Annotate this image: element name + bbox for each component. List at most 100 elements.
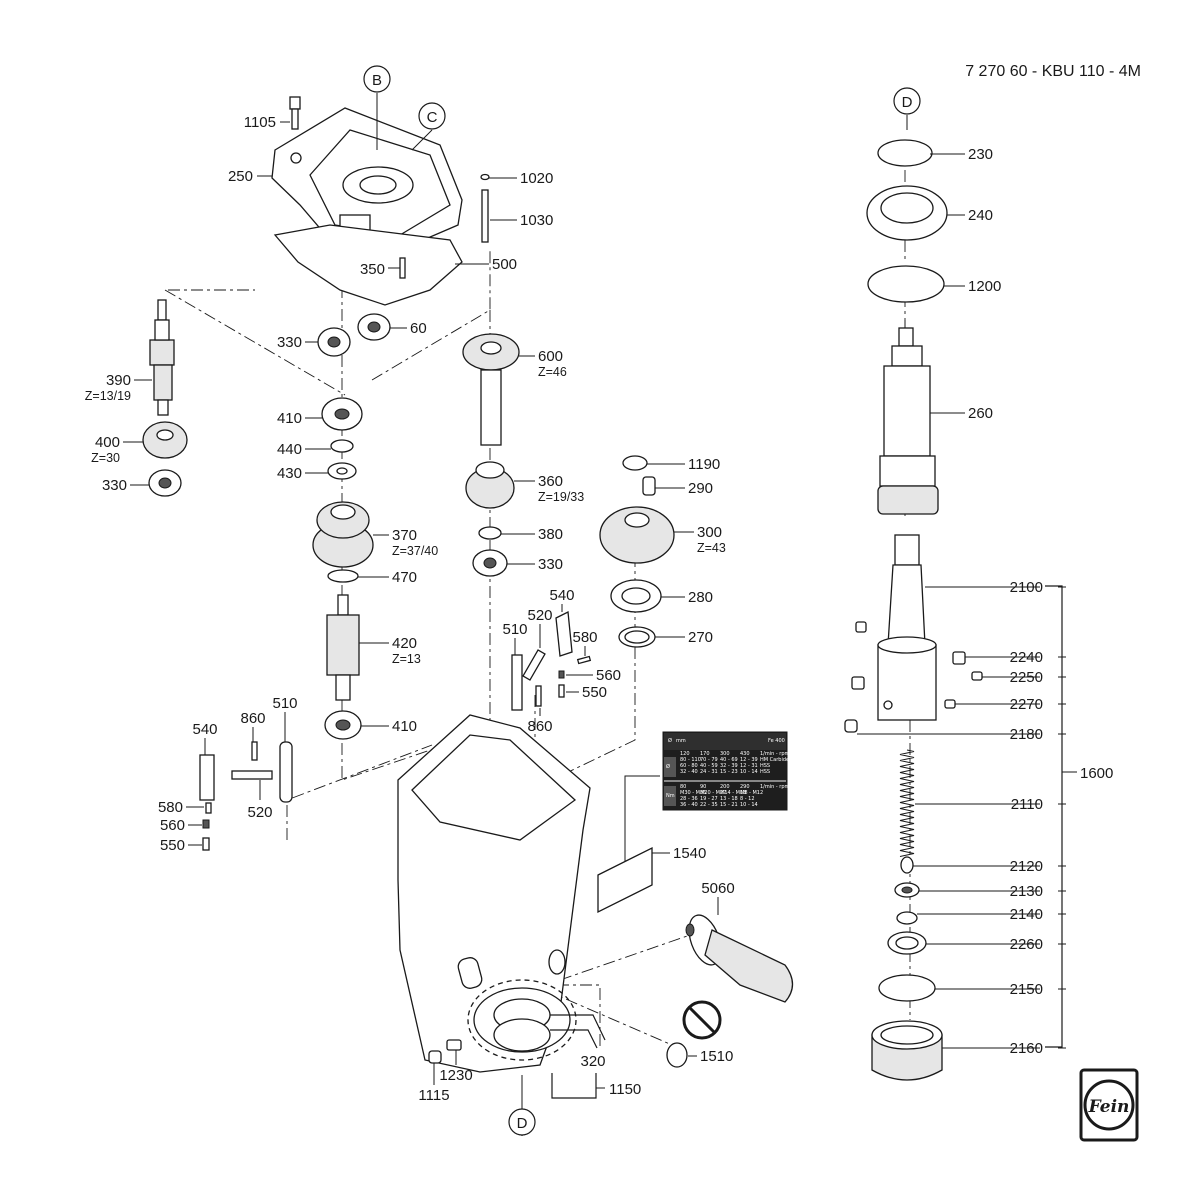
label-p2110: 2110 xyxy=(1011,796,1043,813)
label-p270: 270 xyxy=(688,629,713,646)
view-callouts: B C D D xyxy=(363,65,921,1136)
label-p370: 370 xyxy=(392,527,417,544)
callout-C: C xyxy=(411,102,446,151)
label-p560a: 560 xyxy=(596,667,621,684)
label-p260: 260 xyxy=(968,405,993,422)
label-p1020: 1020 xyxy=(520,170,553,187)
speed-table-cell: 430 xyxy=(740,751,750,757)
callout-letter: C xyxy=(427,109,438,126)
label-p600: 600 xyxy=(538,348,563,365)
rotor-420 xyxy=(326,594,360,701)
speed-table-cell: HSS xyxy=(760,769,770,775)
speed-table-cell: 170 xyxy=(700,751,710,757)
label-z600: Z=46 xyxy=(538,365,567,379)
screw-1105 xyxy=(289,96,301,130)
label-p240: 240 xyxy=(968,207,993,224)
pin-860-left xyxy=(251,741,258,761)
pin-520-left xyxy=(231,770,273,780)
speed-table-cell: 70 - 79 xyxy=(700,757,718,763)
gear-360 xyxy=(465,461,515,509)
label-p320: 320 xyxy=(580,1053,605,1070)
pin-520-center xyxy=(522,649,546,681)
ring-1190 xyxy=(622,455,648,471)
gear-housing-top-250 xyxy=(271,107,463,251)
gear-400 xyxy=(142,421,188,459)
label-p1115: 1115 xyxy=(418,1087,449,1104)
speed-table-cell: M14 - M18 xyxy=(720,790,746,796)
gear-370 xyxy=(312,501,374,568)
bearing-60 xyxy=(357,313,391,341)
label-p2120: 2120 xyxy=(1010,858,1043,875)
label-p5060: 5060 xyxy=(701,880,734,897)
callout-D: D xyxy=(508,1075,536,1136)
label-p1230: 1230 xyxy=(439,1067,472,1084)
bearing-330-top xyxy=(317,327,351,357)
pin-580-left xyxy=(205,802,212,814)
ring-270 xyxy=(618,626,656,648)
speed-table-cell: 80 - 110 xyxy=(680,757,701,763)
callout-B: B xyxy=(363,65,391,150)
spring-2110 xyxy=(899,749,915,857)
label-plate-1540 xyxy=(597,846,653,914)
label-p2160: 2160 xyxy=(1010,1040,1043,1057)
label-z300: Z=43 xyxy=(697,541,726,555)
speed-table-cell: 24 - 31 xyxy=(700,769,718,775)
speed-table-cell: 36 - 40 xyxy=(680,802,698,808)
label-p580a: 580 xyxy=(572,629,597,646)
pin-550-left xyxy=(202,837,210,851)
bearing-410-top xyxy=(321,397,363,431)
main-housing xyxy=(397,714,591,1073)
ring-2260 xyxy=(887,931,927,955)
bracket-1150 xyxy=(551,1073,597,1099)
pin-580-center xyxy=(576,655,592,665)
callout-letter: D xyxy=(517,1115,528,1132)
speed-table-cell: 8 - 12 xyxy=(740,796,755,802)
speed-table-cell: 300 xyxy=(720,751,730,757)
pin-350 xyxy=(399,257,406,279)
lever-540-center xyxy=(555,610,573,657)
label-p1200: 1200 xyxy=(968,278,1001,295)
speed-table-header-2: Fe 400 xyxy=(768,738,785,744)
label-p1030: 1030 xyxy=(520,212,553,229)
sleeve-2160 xyxy=(871,1020,943,1081)
bracket-1600-ticks xyxy=(1058,586,1066,1049)
ball-2120 xyxy=(900,856,914,874)
block-2240 xyxy=(952,651,966,665)
lever-540-left xyxy=(199,754,215,801)
screw-1230 xyxy=(446,1039,462,1051)
speed-table-cell: 200 xyxy=(720,784,730,790)
ring-380 xyxy=(478,526,502,540)
gasket-500 xyxy=(273,224,463,306)
label-p230: 230 xyxy=(968,146,993,163)
label-p550b: 550 xyxy=(160,837,185,854)
speed-table-cell: 10 - 14 xyxy=(740,769,758,775)
key-290 xyxy=(642,476,656,496)
fein-logo-text: Fein xyxy=(1088,1097,1130,1117)
speed-table-cell: 32 - 40 xyxy=(680,769,698,775)
label-p510b: 510 xyxy=(272,695,297,712)
label-p1600: 1600 xyxy=(1080,765,1113,782)
speed-table-cell: HSS xyxy=(760,763,770,769)
speed-table-cell: 40 - 59 xyxy=(700,763,718,769)
label-p550a: 550 xyxy=(582,684,607,701)
label-p500: 500 xyxy=(492,256,517,273)
label-p330b: 330 xyxy=(102,477,127,494)
speed-table-row-label-1: Nm xyxy=(666,793,675,799)
label-p510a: 510 xyxy=(502,621,527,638)
label-z390: Z=13/19 xyxy=(85,389,131,403)
speed-table-cell: 60 - 80 xyxy=(680,763,698,769)
label-p2270: 2270 xyxy=(1010,696,1043,713)
bearing-330-center xyxy=(472,549,508,577)
leader-1540-table xyxy=(624,775,660,862)
ring-2140 xyxy=(896,911,918,925)
callout-letter: D xyxy=(902,94,913,111)
label-p380: 380 xyxy=(538,526,563,543)
label-p580b: 580 xyxy=(158,799,183,816)
label-p2250: 2250 xyxy=(1010,669,1043,686)
label-p280: 280 xyxy=(688,589,713,606)
label-p290: 290 xyxy=(688,480,713,497)
label-p420: 420 xyxy=(392,635,417,652)
